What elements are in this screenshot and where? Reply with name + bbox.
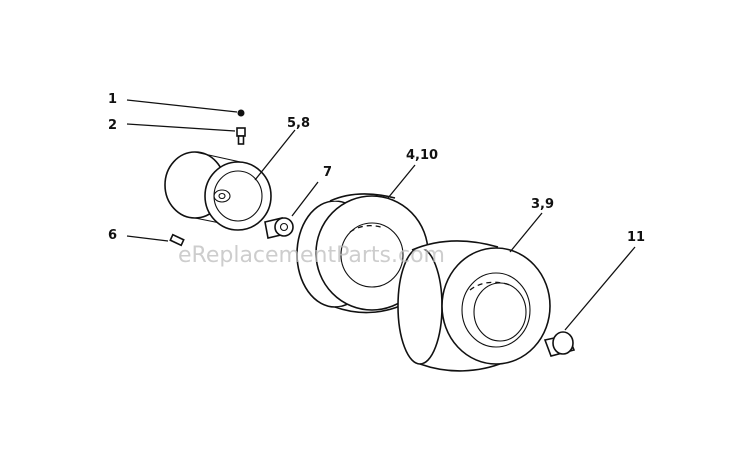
part-7-spacer xyxy=(264,217,294,239)
callout-labels: 1 2 5,8 7 4,10 3,9 6 11 xyxy=(108,92,645,245)
part-3-9-tire xyxy=(397,240,551,372)
watermark: eReplacementParts.com xyxy=(178,243,445,268)
part-11-cap xyxy=(543,331,576,357)
callout-5-8: 5,8 xyxy=(287,116,310,131)
callout-7: 7 xyxy=(323,165,332,180)
part-5-8-wheel-hub xyxy=(164,151,272,231)
callout-6: 6 xyxy=(108,228,117,243)
callout-4-10: 4,10 xyxy=(406,148,438,163)
callout-1: 1 xyxy=(108,92,117,107)
callout-2: 2 xyxy=(108,118,117,133)
callout-3-9: 3,9 xyxy=(531,197,554,212)
part-6-valve-stem xyxy=(169,233,185,247)
part-1-cap xyxy=(237,109,245,117)
leader-lines xyxy=(126,99,636,331)
callout-11: 11 xyxy=(627,230,645,245)
part-2-fitting xyxy=(236,127,246,145)
